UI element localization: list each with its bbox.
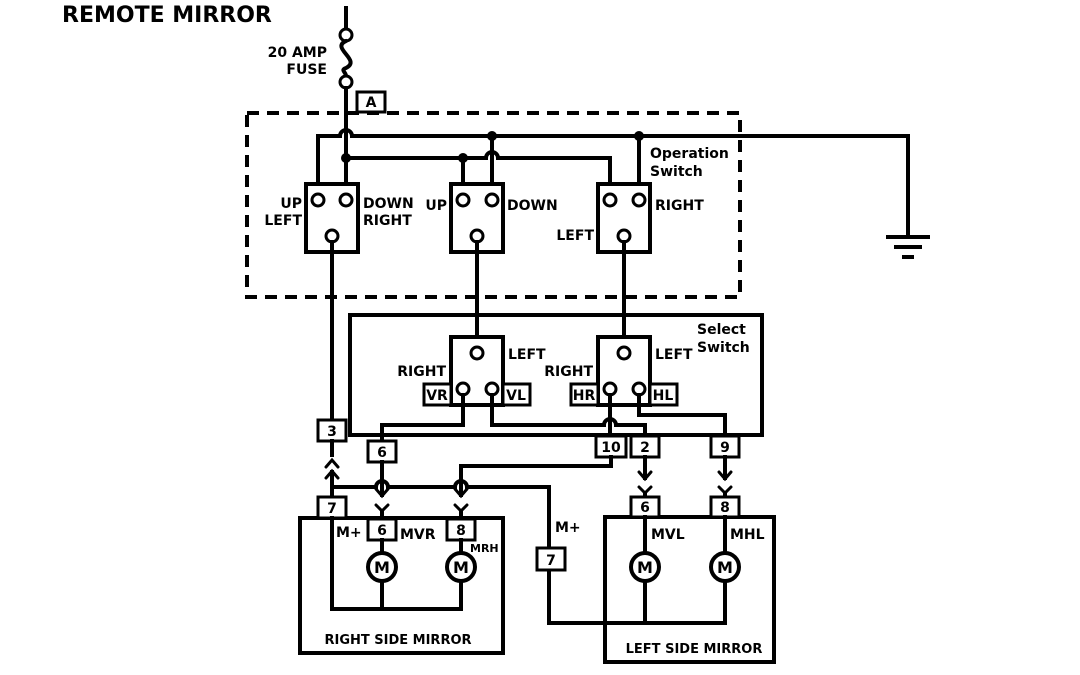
op-switch-left-right: LEFT RIGHT <box>556 182 704 254</box>
connector-3: 3 <box>316 418 348 443</box>
pin-hl-label: HL <box>653 388 674 404</box>
fuse-rating-label: 20 AMP <box>268 45 327 61</box>
left-side-mirror: M+ 7 6 8 MVL MHL M M LEFT SIDE MIRROR <box>535 495 776 664</box>
fuse-label: FUSE <box>286 62 327 78</box>
lower-wires <box>324 439 733 625</box>
sel1-left-label: LEFT <box>508 347 546 363</box>
sel2-left-label: LEFT <box>655 347 693 363</box>
operation-switch-label-2: Switch <box>650 164 703 180</box>
connector-3-label: 3 <box>327 424 337 440</box>
op-switch-up-down-left-right: UP LEFT DOWN RIGHT <box>264 182 414 254</box>
right-mirror-label: RIGHT SIDE MIRROR <box>324 633 471 648</box>
connector-9-label: 9 <box>720 440 730 456</box>
diagram-title: REMOTE MIRROR <box>62 3 272 28</box>
connector-a-label: A <box>366 95 377 111</box>
op3-left-label: LEFT <box>556 228 594 244</box>
connector-8a-label: 8 <box>456 523 466 539</box>
ground-icon <box>886 235 930 259</box>
op1-down-label: DOWN <box>363 196 414 212</box>
left-mirror-label: LEFT SIDE MIRROR <box>626 642 763 657</box>
motor-mvr-symbol: M <box>374 558 390 577</box>
motor-mrh-icon <box>445 551 477 583</box>
connector-7b-label: 7 <box>546 553 556 569</box>
op1-left-label: LEFT <box>264 213 302 229</box>
select-switch-vertical: VR VL RIGHT LEFT <box>397 335 546 407</box>
select-switch-label-2: Switch <box>697 340 750 356</box>
motor-mvr-label: MVR <box>400 527 436 543</box>
motor-mvl-symbol: M <box>637 558 653 577</box>
fuse: 20 AMP FUSE A <box>268 6 387 130</box>
connector-6a-label: 6 <box>377 445 387 461</box>
motor-mhl-symbol: M <box>717 558 733 577</box>
sel2-right-label: RIGHT <box>544 364 593 380</box>
motor-mhl-icon <box>709 551 741 583</box>
connector-2-label: 2 <box>640 440 650 456</box>
motor-mvl-icon <box>629 551 661 583</box>
op2-down-label: DOWN <box>507 198 558 214</box>
connector-6b-label: 6 <box>377 523 387 539</box>
motor-mvl-label: MVL <box>651 527 685 543</box>
sel1-right-label: RIGHT <box>397 364 446 380</box>
op2-up-label: UP <box>425 198 447 214</box>
pin-vl-label: VL <box>506 388 526 404</box>
pin-hr-label: HR <box>573 388 596 404</box>
left-mplus-label: M+ <box>555 520 581 536</box>
connector-2: 2 <box>629 434 661 459</box>
operation-switch-label-1: Operation <box>650 146 729 162</box>
connector-8b-label: 8 <box>720 500 730 516</box>
select-switch-boundary <box>348 313 764 437</box>
motor-mhl-label: MHL <box>730 527 765 543</box>
right-side-mirror: 7 6 8 M+ MVR MRH M M RIGHT SIDE MIRROR <box>298 495 505 655</box>
pin-vr-label: VR <box>426 388 448 404</box>
right-mplus-label: M+ <box>336 525 362 541</box>
connector-9: 9 <box>709 434 741 459</box>
motor-mrh-symbol: M <box>453 558 469 577</box>
op1-up-label: UP <box>280 196 302 212</box>
select-switch-label-1: Select <box>697 322 746 338</box>
connector-7a-label: 7 <box>327 501 337 517</box>
connector-6a: 6 <box>366 439 398 464</box>
motor-mvr-icon <box>366 551 398 583</box>
power-bus <box>341 126 612 186</box>
operation-switch-boundary <box>245 111 742 299</box>
op3-right-label: RIGHT <box>655 198 704 214</box>
select-switch-horizontal: HR HL RIGHT LEFT <box>544 335 693 407</box>
connector-10: 10 <box>594 434 628 459</box>
select-output-wires <box>380 393 727 443</box>
connector-6c-label: 6 <box>640 500 650 516</box>
op1-right-label: RIGHT <box>363 213 412 229</box>
connector-10-label: 10 <box>601 440 621 456</box>
motor-mrh-label: MRH <box>470 542 499 555</box>
op-switch-up-down: UP DOWN <box>425 182 558 254</box>
